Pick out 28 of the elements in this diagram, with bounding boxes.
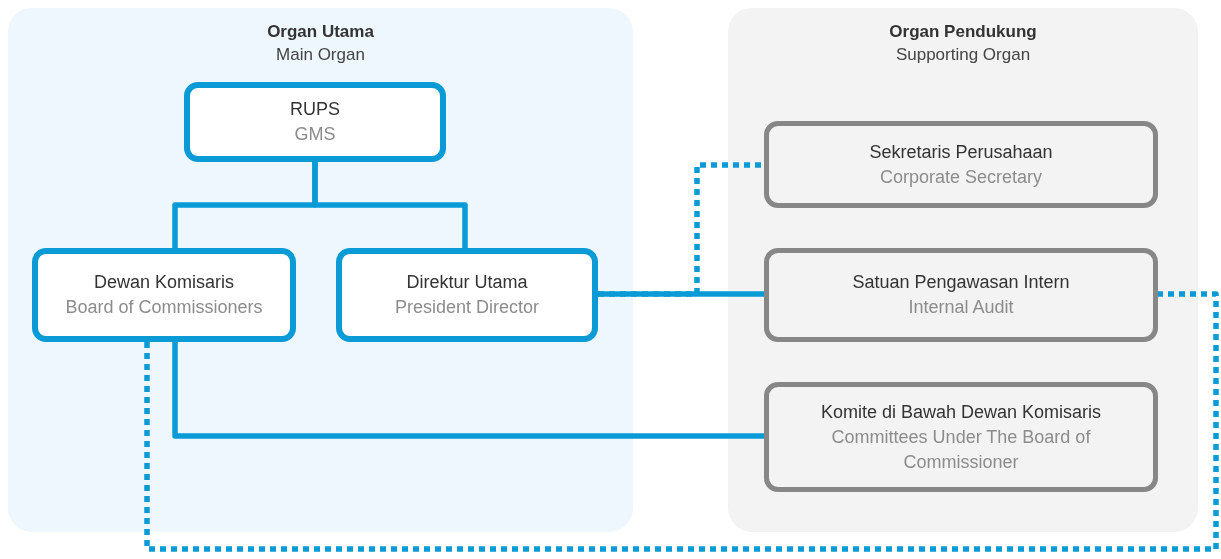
box-subtitle: Internal Audit	[908, 296, 1014, 319]
org-box	[764, 382, 1158, 492]
panel-subheading: Main Organ	[276, 44, 365, 66]
box-title: Satuan Pengawasan Intern	[852, 271, 1070, 294]
box-subtitle: Committees Under The Board of Commissioner	[830, 425, 1092, 474]
box-title: Komite di Bawah Dewan Komisaris	[820, 400, 1102, 424]
box-subtitle: Board of Commissioners	[65, 296, 263, 319]
org-box	[764, 248, 1158, 342]
box-title: Direktur Utama	[406, 271, 528, 294]
org-box	[764, 121, 1158, 208]
org-box	[336, 248, 598, 342]
box-subtitle: President Director	[394, 296, 540, 319]
org-box	[32, 248, 296, 342]
box-title: Dewan Komisaris	[93, 271, 234, 294]
connector-line	[598, 291, 764, 297]
supporting-organ-panel	[728, 8, 1198, 532]
box-title: Sekretaris Perusahaan	[869, 140, 1053, 164]
org-box	[184, 82, 446, 162]
connector-line	[312, 162, 468, 248]
panel-heading: Organ Utama	[267, 21, 374, 43]
connector-line	[172, 342, 764, 439]
box-subtitle: GMS	[294, 123, 336, 146]
panel-heading: Organ Pendukung	[889, 21, 1037, 43]
box-title: RUPS	[290, 98, 340, 121]
box-subtitle: Corporate Secretary	[879, 165, 1043, 189]
panel-subheading: Supporting Organ	[895, 44, 1031, 66]
main-organ-panel	[8, 8, 633, 532]
dotted-connector	[144, 291, 1219, 552]
